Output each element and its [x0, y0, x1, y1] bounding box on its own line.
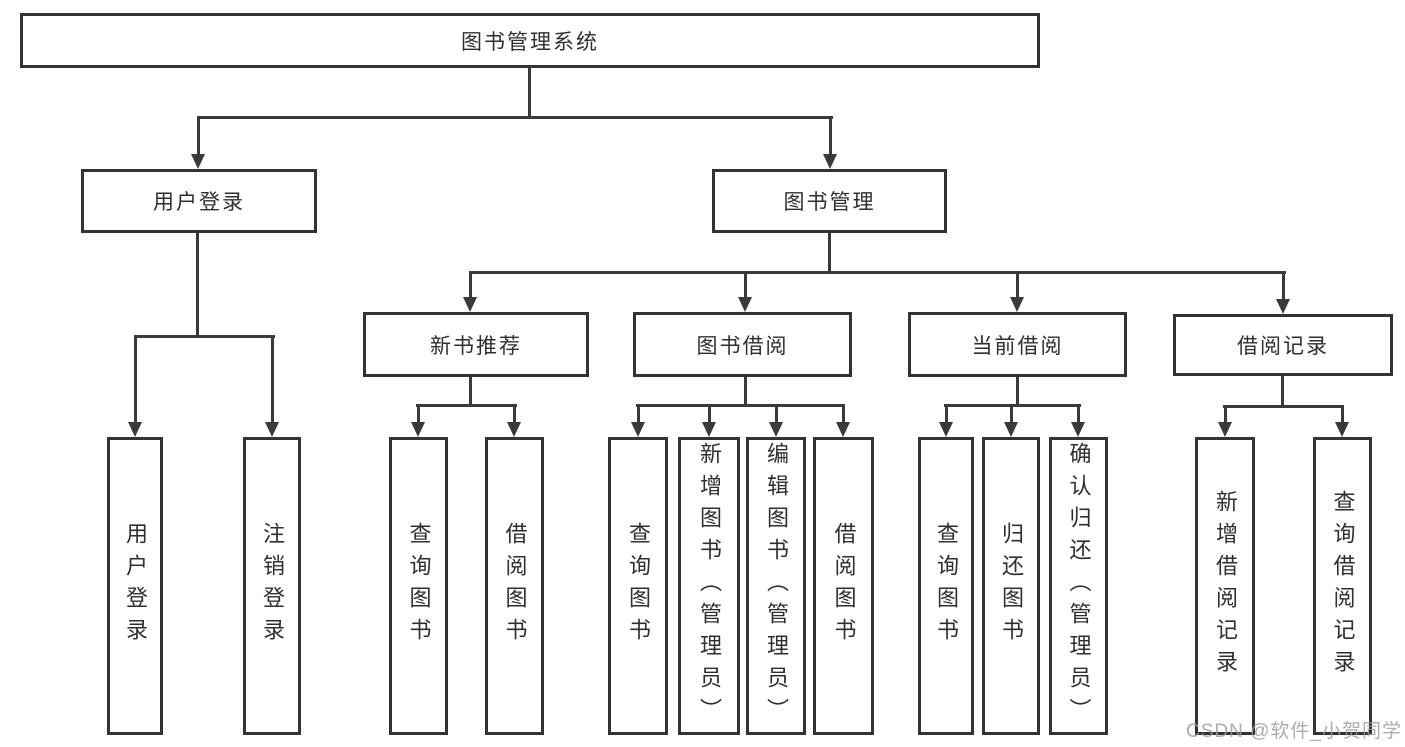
leaf-edit-book-admin: 编辑图书（管理员）	[746, 437, 806, 735]
node-label: 查询图书	[934, 522, 959, 650]
arrow-down-icon	[631, 405, 645, 437]
arrow-down-icon	[738, 272, 752, 312]
arrow-down-icon	[265, 336, 279, 437]
node-label: 当前借阅	[971, 334, 1064, 358]
connector-userlogin-branch	[134, 335, 275, 338]
node-label: 图书管理	[783, 191, 876, 214]
leaf-query-books-3: 查询图书	[918, 437, 974, 735]
arrow-down-icon	[411, 405, 425, 437]
node-new-book-recommend: 新书推荐	[363, 312, 589, 377]
arrow-down-icon	[1218, 406, 1232, 437]
node-label: 新书推荐	[430, 334, 522, 358]
watermark: CSDN @软件_小贺同学	[1186, 721, 1402, 742]
arrow-down-icon	[939, 405, 953, 437]
node-label: 查询借阅记录	[1330, 490, 1356, 682]
leaf-user-login: 用户登录	[107, 437, 163, 735]
connector-level1-branch	[197, 116, 833, 119]
node-label: 查询图书	[626, 522, 651, 650]
connector-newrec-stem	[469, 375, 472, 407]
node-label: 注销登录	[260, 522, 285, 650]
connector-record-branch	[1223, 405, 1344, 408]
connector-borrow-stem	[744, 375, 747, 407]
connector-newrec-branch	[416, 404, 517, 407]
node-label: 确认归还（管理员）	[1066, 442, 1092, 730]
leaf-query-books-1: 查询图书	[389, 437, 448, 735]
node-current-borrow: 当前借阅	[908, 312, 1127, 377]
node-label: 图书借阅	[696, 334, 789, 358]
leaf-borrow-books-1: 借阅图书	[485, 437, 544, 735]
node-label: 用户登录	[123, 522, 148, 650]
node-label: 查询图书	[406, 522, 432, 650]
node-label: 用户登录	[153, 191, 245, 214]
leaf-add-borrow-record: 新增借阅记录	[1195, 437, 1255, 735]
connector-record-stem	[1281, 374, 1284, 408]
arrow-down-icon	[769, 405, 783, 437]
node-label: 借阅图书	[502, 522, 528, 650]
arrow-down-icon	[1276, 272, 1290, 314]
arrow-down-icon	[1335, 406, 1349, 437]
arrow-down-icon	[1004, 405, 1018, 437]
connector-bookmgmt-branch	[469, 271, 1286, 274]
arrow-down-icon	[1071, 405, 1085, 437]
node-label: 编辑图书（管理员）	[764, 442, 789, 730]
arrow-down-icon	[823, 117, 837, 169]
node-book-borrow: 图书借阅	[633, 312, 852, 377]
leaf-return-books: 归还图书	[982, 437, 1040, 735]
connector-current-stem	[1016, 375, 1019, 407]
arrow-down-icon	[463, 272, 477, 312]
leaf-logout: 注销登录	[243, 437, 301, 735]
node-user-login: 用户登录	[81, 169, 317, 233]
arrow-down-icon	[191, 117, 205, 169]
node-label: 借阅记录	[1237, 335, 1329, 358]
node-library-system: 图书管理系统	[20, 13, 1040, 68]
leaf-query-borrow-record: 查询借阅记录	[1313, 437, 1372, 735]
arrow-down-icon	[128, 336, 142, 437]
connector-borrow-branch	[636, 404, 845, 407]
leaf-add-book-admin: 新增图书（管理员）	[678, 437, 740, 735]
arrow-down-icon	[507, 405, 521, 437]
connector-root-stem	[528, 68, 531, 117]
connector-userlogin-stem	[196, 233, 199, 337]
node-book-management: 图书管理	[712, 169, 947, 233]
connector-bookmgmt-stem	[828, 233, 831, 274]
node-label: 新增图书（管理员）	[697, 442, 722, 730]
leaf-query-books-2: 查询图书	[608, 437, 668, 735]
node-label: 借阅图书	[831, 522, 857, 650]
leaf-confirm-return-admin: 确认归还（管理员）	[1049, 437, 1108, 735]
arrow-down-icon	[1010, 272, 1024, 312]
node-label: 新增借阅记录	[1213, 490, 1238, 682]
node-label: 归还图书	[999, 522, 1024, 650]
connector-current-branch	[944, 404, 1081, 407]
arrow-down-icon	[836, 405, 850, 437]
leaf-borrow-books-2: 借阅图书	[813, 437, 874, 735]
arrow-down-icon	[702, 405, 716, 437]
node-label: 图书管理系统	[461, 30, 599, 54]
node-borrow-records: 借阅记录	[1173, 314, 1393, 376]
